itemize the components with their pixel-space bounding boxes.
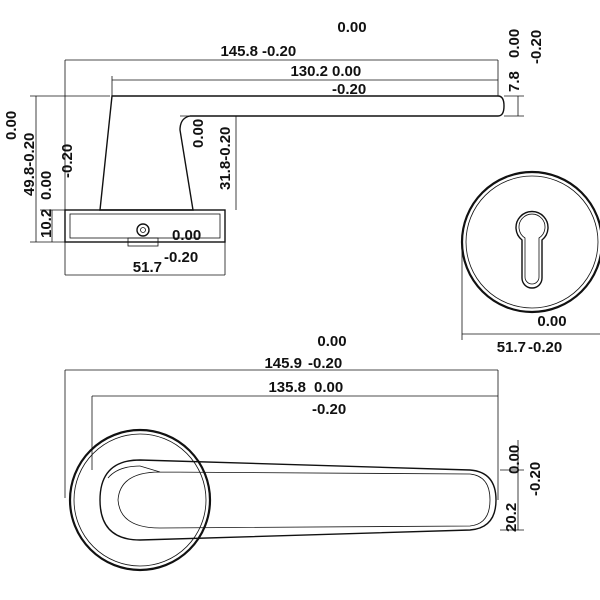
lever-thickness-nominal: 7.8: [506, 71, 523, 92]
front-width-nominal: 20.2: [503, 503, 520, 532]
rose-width-upper: 0.00: [172, 227, 201, 244]
front-lever-nominal: 135.8: [268, 379, 306, 396]
rose-height-lower: -0.20: [59, 144, 76, 178]
neck-height-nominal-lower: 31.8-0.20: [217, 127, 234, 190]
escutcheon-diameter-nominal: 51.7: [497, 339, 526, 356]
lever-length-lower: -0.20: [332, 81, 366, 98]
escutcheon-diameter-lower: -0.20: [528, 339, 562, 356]
escutcheon-outer: [460, 170, 600, 314]
front-lever-neck: [107, 465, 141, 479]
lever-length-upper: 0.00: [332, 63, 361, 80]
front-overall-upper: 0.00: [317, 333, 346, 350]
front-rose-outer: [68, 428, 212, 572]
front-width-upper: 0.00: [506, 445, 523, 474]
rose-width-lower: -0.20: [164, 249, 198, 266]
escutcheon-view: 0.00 51.7 -0.20: [460, 170, 600, 356]
neck-height-lower: -0.20: [217, 127, 234, 161]
front-width-lower: -0.20: [527, 462, 544, 496]
overall-length-lower: -0.20: [262, 43, 296, 60]
overall-height-nominal: 49.8: [21, 167, 38, 196]
set-screw-icon: [136, 223, 150, 237]
set-screw-center-icon: [140, 227, 146, 233]
overall-length-upper: 0.00: [337, 19, 366, 36]
rose-width-nominal: 51.7: [133, 259, 162, 276]
escutcheon-diameter-upper: 0.00: [537, 313, 566, 330]
front-overall-nominal: 145.9: [264, 355, 302, 372]
overall-height-lower: -0.20: [21, 133, 38, 167]
front-lever-upper: 0.00: [314, 379, 343, 396]
rose-height-upper: 0.00: [38, 171, 55, 200]
keyhole-icon: [515, 210, 549, 289]
neck-height-upper: 0.00: [190, 119, 207, 148]
lever-length-nominal: 130.2: [290, 63, 328, 80]
front-lever-outline: [99, 459, 497, 541]
escutcheon-inner: [465, 175, 599, 309]
front-lever-lower: -0.20: [312, 401, 346, 418]
set-screw-seat: [127, 237, 159, 247]
lever-profile: [99, 95, 505, 211]
overall-height-nominal-lower: 49.8-0.20: [21, 133, 38, 196]
front-overall-lower: -0.20: [308, 355, 342, 372]
top-view: 0.00 145.8 -0.20 130.2 0.00 -0.20 7.8 0.…: [3, 19, 545, 276]
front-rose-inner: [73, 433, 207, 567]
front-lever-inner: [117, 465, 491, 529]
overall-length-nominal: 145.8: [220, 43, 258, 60]
lever-thickness-lower: -0.20: [528, 30, 545, 64]
overall-height-upper: 0.00: [3, 111, 20, 140]
front-view: 0.00 145.9 -0.20 135.8 0.00 -0.20 0.00 -…: [64, 333, 544, 572]
neck-height-nominal: 31.8: [217, 161, 234, 190]
lever-thickness-upper: 0.00: [506, 29, 523, 58]
keyhole-inner-icon: [518, 213, 546, 285]
rose-height-nominal: 10.2: [38, 209, 55, 238]
